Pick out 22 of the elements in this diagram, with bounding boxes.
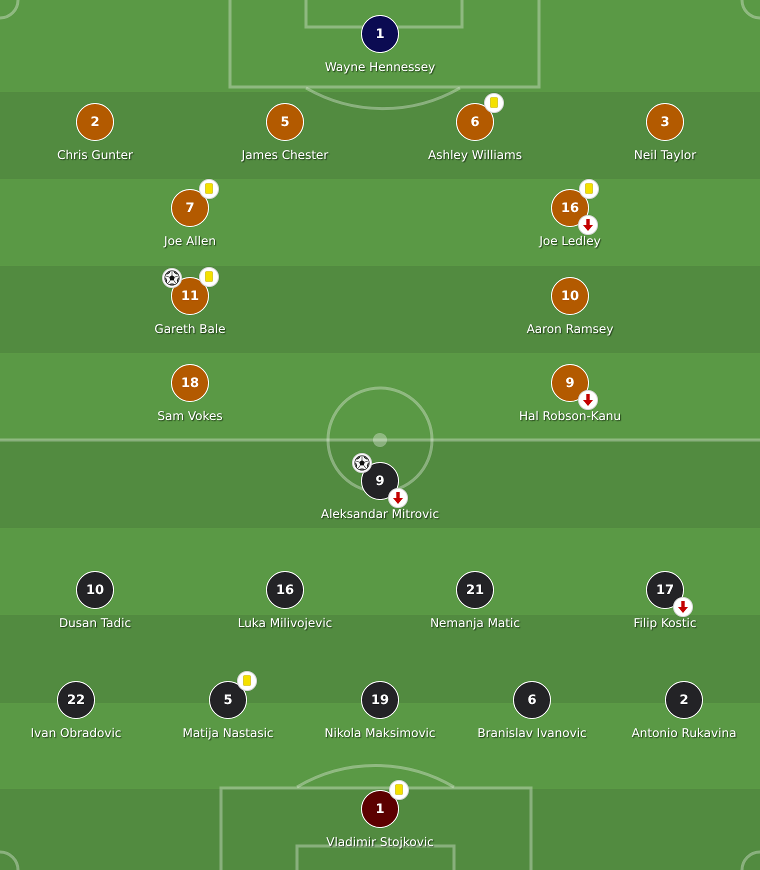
player-name: Aleksandar Mitrovic bbox=[320, 507, 440, 522]
player-name: Antonio Rukavina bbox=[632, 726, 736, 741]
player-name: Ashley Williams bbox=[428, 148, 522, 163]
player-name: Luka Milivojevic bbox=[238, 616, 332, 631]
player-name: Filip Kostic bbox=[634, 616, 696, 631]
player-name: Nemanja Matic bbox=[430, 616, 520, 631]
player-name: Wayne Hennessey bbox=[324, 60, 436, 75]
player-name: Sam Vokes bbox=[157, 409, 223, 424]
player-name: Neil Taylor bbox=[634, 148, 696, 163]
player-name: Nikola Maksimovic bbox=[324, 726, 436, 741]
player-name: Branislav Ivanovic bbox=[477, 726, 587, 741]
player-name: Ivan Obradovic bbox=[30, 726, 122, 741]
player-name: Chris Gunter bbox=[57, 148, 133, 163]
player-name: Matija Nastasic bbox=[182, 726, 274, 741]
player-name: Hal Robson-Kanu bbox=[518, 409, 622, 424]
player-name: Vladimir Stojkovic bbox=[326, 835, 434, 850]
player-name: Joe Ledley bbox=[539, 234, 601, 249]
player-name: Aaron Ramsey bbox=[526, 322, 614, 337]
player-name: Gareth Bale bbox=[154, 322, 226, 337]
player-name: Joe Allen bbox=[164, 234, 216, 249]
player-name: Dusan Tadic bbox=[58, 616, 132, 631]
player-name: James Chester bbox=[242, 148, 328, 163]
